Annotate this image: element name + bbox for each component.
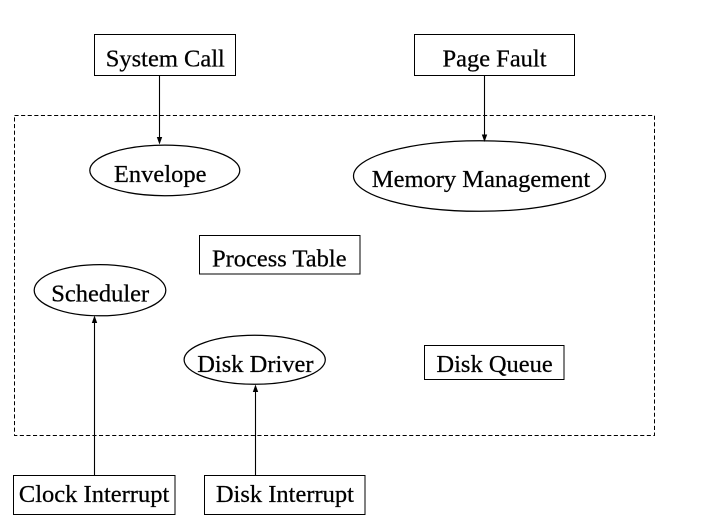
svg-text:Clock Interrupt: Clock Interrupt: [19, 481, 170, 508]
svg-text:Memory Management: Memory Management: [372, 166, 591, 193]
svg-text:Process Table: Process Table: [212, 246, 347, 273]
svg-text:Disk Driver: Disk Driver: [197, 351, 313, 378]
svg-text:Page Fault: Page Fault: [442, 46, 546, 73]
svg-text:Disk Interrupt: Disk Interrupt: [216, 481, 354, 508]
svg-text:Envelope: Envelope: [114, 161, 207, 188]
svg-text:Scheduler: Scheduler: [51, 281, 149, 308]
svg-text:System Call: System Call: [106, 46, 225, 73]
svg-text:Disk Queue: Disk Queue: [436, 351, 552, 378]
